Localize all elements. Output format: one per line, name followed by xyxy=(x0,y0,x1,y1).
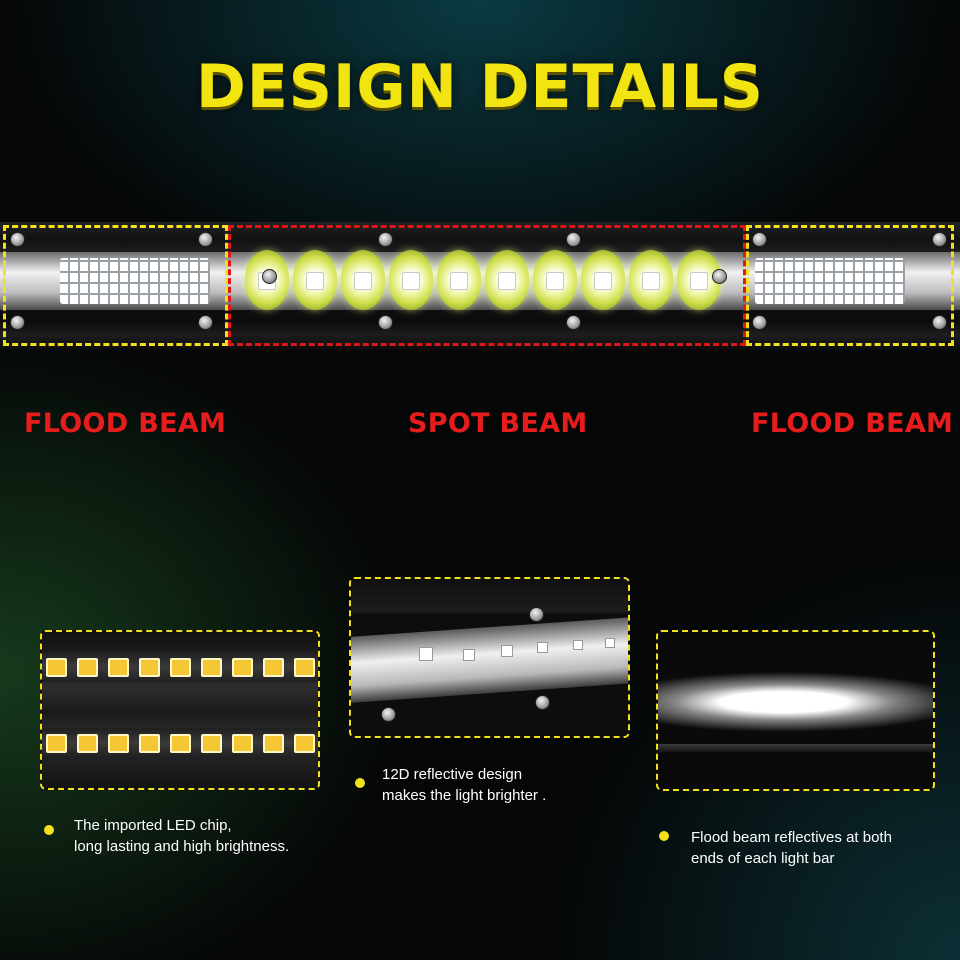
detail-caption-reflective: 12D reflective design makes the light br… xyxy=(382,764,546,806)
led-chip-row xyxy=(42,652,318,682)
right-flood-led-cluster xyxy=(755,258,905,304)
screw-icon xyxy=(10,315,25,330)
screw-icon xyxy=(198,315,213,330)
caption-line: makes the light brighter . xyxy=(382,787,547,804)
right-flood-frame xyxy=(746,225,954,346)
spot-lens xyxy=(581,250,625,310)
led-chip-closeup xyxy=(40,630,320,790)
led-chip xyxy=(232,733,253,753)
screw-icon xyxy=(932,232,947,247)
left-flood-frame xyxy=(3,225,228,346)
led-chip xyxy=(139,733,160,753)
detail-caption-flood: Flood beam reflectives at both ends of e… xyxy=(691,827,892,869)
spot-lens xyxy=(437,250,481,310)
led-chip-row xyxy=(42,728,318,758)
screw-icon xyxy=(381,707,396,722)
bullet-dot-icon xyxy=(659,831,669,841)
screw-icon xyxy=(378,232,393,247)
screw-icon xyxy=(262,269,277,284)
reflector-led xyxy=(419,647,433,661)
reflector-led xyxy=(605,638,615,648)
bar-edge xyxy=(658,744,933,752)
led-chip xyxy=(46,657,67,677)
caption-line: long lasting and high brightness. xyxy=(74,838,290,855)
spot-lens xyxy=(341,250,385,310)
spot-lens xyxy=(629,250,673,310)
reflector-led xyxy=(573,640,583,650)
spot-lens xyxy=(485,250,529,310)
screw-icon xyxy=(10,232,25,247)
led-chip xyxy=(294,733,315,753)
screw-icon xyxy=(566,315,581,330)
screw-icon xyxy=(529,607,544,622)
led-chip xyxy=(232,657,253,677)
spot-lens xyxy=(293,250,337,310)
flood-beam-label-right: FLOOD BEAM xyxy=(751,408,954,439)
caption-line: Flood beam reflectives at both xyxy=(691,829,892,846)
led-chip xyxy=(139,657,160,677)
caption-line: ends of each light bar xyxy=(691,850,835,867)
led-chip xyxy=(108,733,129,753)
screw-icon xyxy=(566,232,581,247)
spot-lens xyxy=(533,250,577,310)
flood-beam-label-left: FLOOD BEAM xyxy=(24,408,227,439)
page-title: DESIGN DETAILS xyxy=(196,52,764,122)
spot-lens xyxy=(389,250,433,310)
screw-icon xyxy=(752,315,767,330)
led-chip xyxy=(201,657,222,677)
reflector-closeup xyxy=(349,577,630,738)
screw-icon xyxy=(198,232,213,247)
light-bar-image xyxy=(0,222,960,350)
bullet-dot-icon xyxy=(355,778,365,788)
reflector-led xyxy=(463,649,475,661)
bullet-dot-icon xyxy=(44,825,54,835)
led-chip xyxy=(201,733,222,753)
led-chip xyxy=(46,733,67,753)
reflector-led xyxy=(501,645,513,657)
led-chip xyxy=(170,733,191,753)
screw-icon xyxy=(712,269,727,284)
left-flood-led-cluster xyxy=(60,258,210,304)
screw-icon xyxy=(932,315,947,330)
spot-beam-label: SPOT BEAM xyxy=(408,408,588,439)
caption-line: The imported LED chip, xyxy=(74,817,232,834)
led-chip xyxy=(294,657,315,677)
led-chip xyxy=(263,733,284,753)
led-chip xyxy=(263,657,284,677)
led-chip xyxy=(108,657,129,677)
led-chip xyxy=(170,657,191,677)
screw-icon xyxy=(752,232,767,247)
led-chip xyxy=(77,657,98,677)
flood-beam-glow-photo xyxy=(656,630,935,791)
screw-icon xyxy=(535,695,550,710)
spot-frame xyxy=(228,225,746,346)
screw-icon xyxy=(378,315,393,330)
led-chip xyxy=(77,733,98,753)
detail-caption-led-chip: The imported LED chip, long lasting and … xyxy=(74,815,289,857)
light-glow xyxy=(658,672,933,732)
reflector-led xyxy=(537,642,548,653)
caption-line: 12D reflective design xyxy=(382,766,523,783)
